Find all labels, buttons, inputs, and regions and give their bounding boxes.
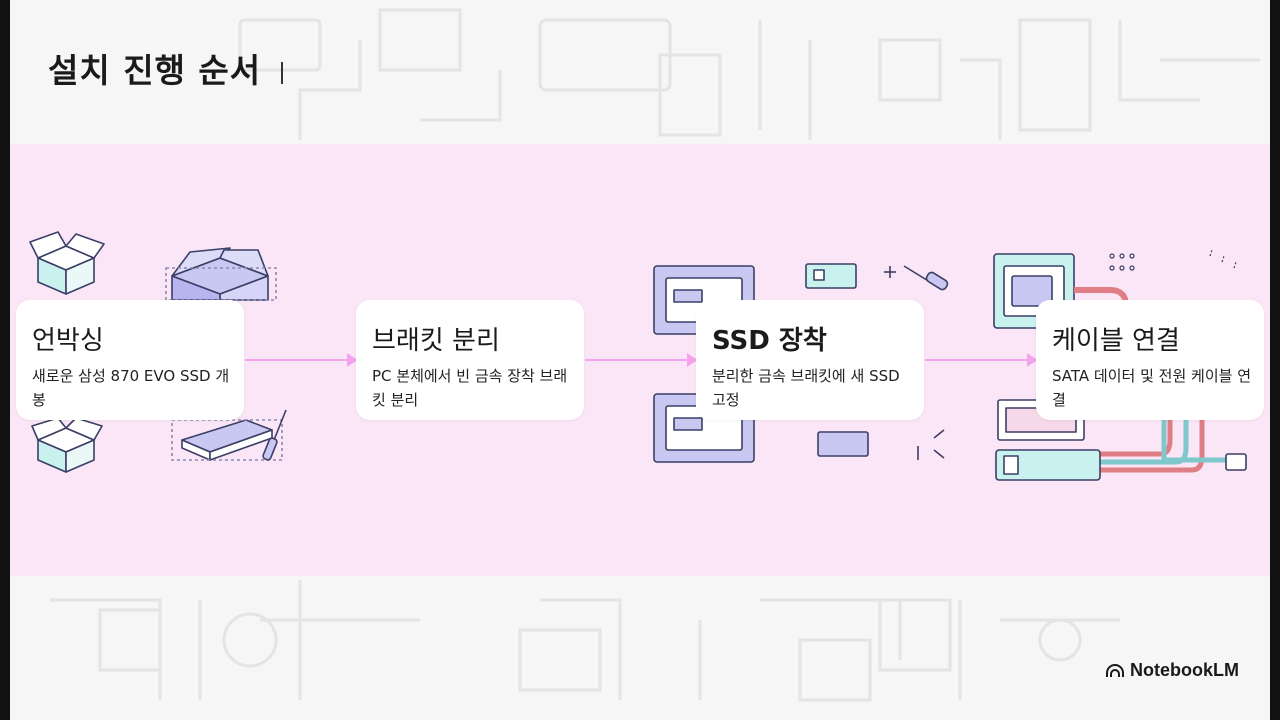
flow-arrows bbox=[245, 353, 1038, 367]
open-box-icon-bottom bbox=[31, 417, 103, 473]
ssd-chip-icon bbox=[805, 263, 857, 289]
screwdriver-icon-1 bbox=[262, 409, 287, 461]
step-card-cable-connection: 케이블 연결 SATA 데이터 및 전원 케이블 연결 bbox=[1036, 300, 1264, 420]
screw-icon bbox=[817, 429, 945, 460]
slide-title: 설치 진행 순서 bbox=[48, 51, 262, 90]
arrow-3-4-head bbox=[1027, 353, 1038, 367]
step-description: PC 본체에서 빈 금속 장착 브래킷 분리 bbox=[372, 367, 568, 409]
step-title: 케이블 연결 bbox=[1052, 326, 1180, 356]
sata-connector-icon bbox=[995, 449, 1247, 481]
screwdriver-icon-2 bbox=[884, 265, 949, 291]
arrow-1-2-head bbox=[347, 353, 358, 367]
step-description: 새로운 삼성 870 EVO SSD 개봉 bbox=[32, 367, 230, 409]
step-title: SSD 장착 bbox=[712, 326, 827, 356]
notebooklm-logo-icon bbox=[1106, 663, 1124, 677]
step-title: 브래킷 분리 bbox=[372, 326, 500, 356]
step-card-unboxing: 언박싱 새로운 삼성 870 EVO SSD 개봉 bbox=[16, 300, 244, 420]
open-box-icon-top bbox=[29, 231, 105, 295]
brand-name: NotebookLM bbox=[1130, 660, 1239, 680]
step-title: 언박싱 bbox=[32, 326, 104, 356]
arrow-2-3-head bbox=[687, 353, 698, 367]
open-box-icon-purple bbox=[165, 247, 277, 301]
step-card-ssd-mount: SSD 장착 분리한 금속 브래킷에 새 SSD 고정 bbox=[696, 300, 924, 420]
cable-bundle bbox=[1100, 400, 1226, 473]
step-description: 분리한 금속 브래킷에 새 SSD 고정 bbox=[712, 367, 900, 409]
text-cursor bbox=[281, 62, 283, 84]
spark-dots-icon bbox=[1109, 249, 1237, 271]
frame-edge-right bbox=[1270, 0, 1280, 720]
step-card-bracket-removal: 브래킷 분리 PC 본체에서 빈 금속 장착 브래킷 분리 bbox=[356, 300, 584, 420]
frame-edge-left bbox=[0, 0, 10, 720]
ssd-drive-icon bbox=[171, 419, 283, 461]
step-description: SATA 데이터 및 전원 케이블 연결 bbox=[1052, 367, 1251, 409]
notebooklm-brand: NotebookLM bbox=[1106, 660, 1239, 681]
